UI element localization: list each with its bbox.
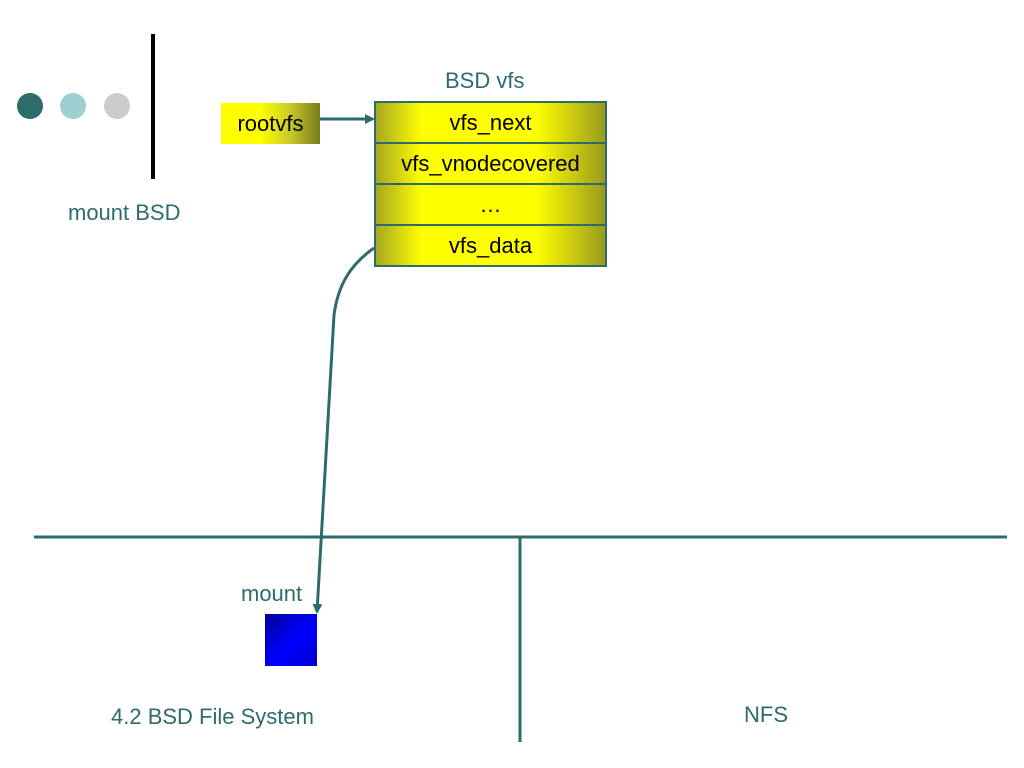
mount-bsd-label: mount BSD: [68, 200, 181, 225]
mount-node-square: [265, 614, 317, 666]
nfs-label: NFS: [744, 702, 788, 727]
vfs-row-vnodecovered: vfs_vnodecovered: [376, 144, 605, 185]
bsd-file-system-label: 4.2 BSD File System: [111, 704, 314, 729]
bullet-dot-gray: [104, 93, 130, 119]
bsd-vfs-title: BSD vfs: [445, 68, 525, 93]
bsd-vfs-table: vfs_next vfs_vnodecovered … vfs_data: [374, 101, 607, 267]
vfs-row-next: vfs_next: [376, 103, 605, 144]
rootvfs-box: rootvfs: [221, 103, 320, 144]
mount-label: mount: [241, 581, 303, 606]
title-divider: [151, 34, 155, 179]
vfs-data-arrow: [312, 246, 375, 614]
vfs-row-data: vfs_data: [376, 226, 605, 265]
bullet-dot-light: [60, 93, 86, 119]
bullet-dot-dark: [17, 93, 43, 119]
rootvfs-label: rootvfs: [237, 110, 304, 136]
vfs-row-ellipsis: …: [376, 185, 605, 226]
